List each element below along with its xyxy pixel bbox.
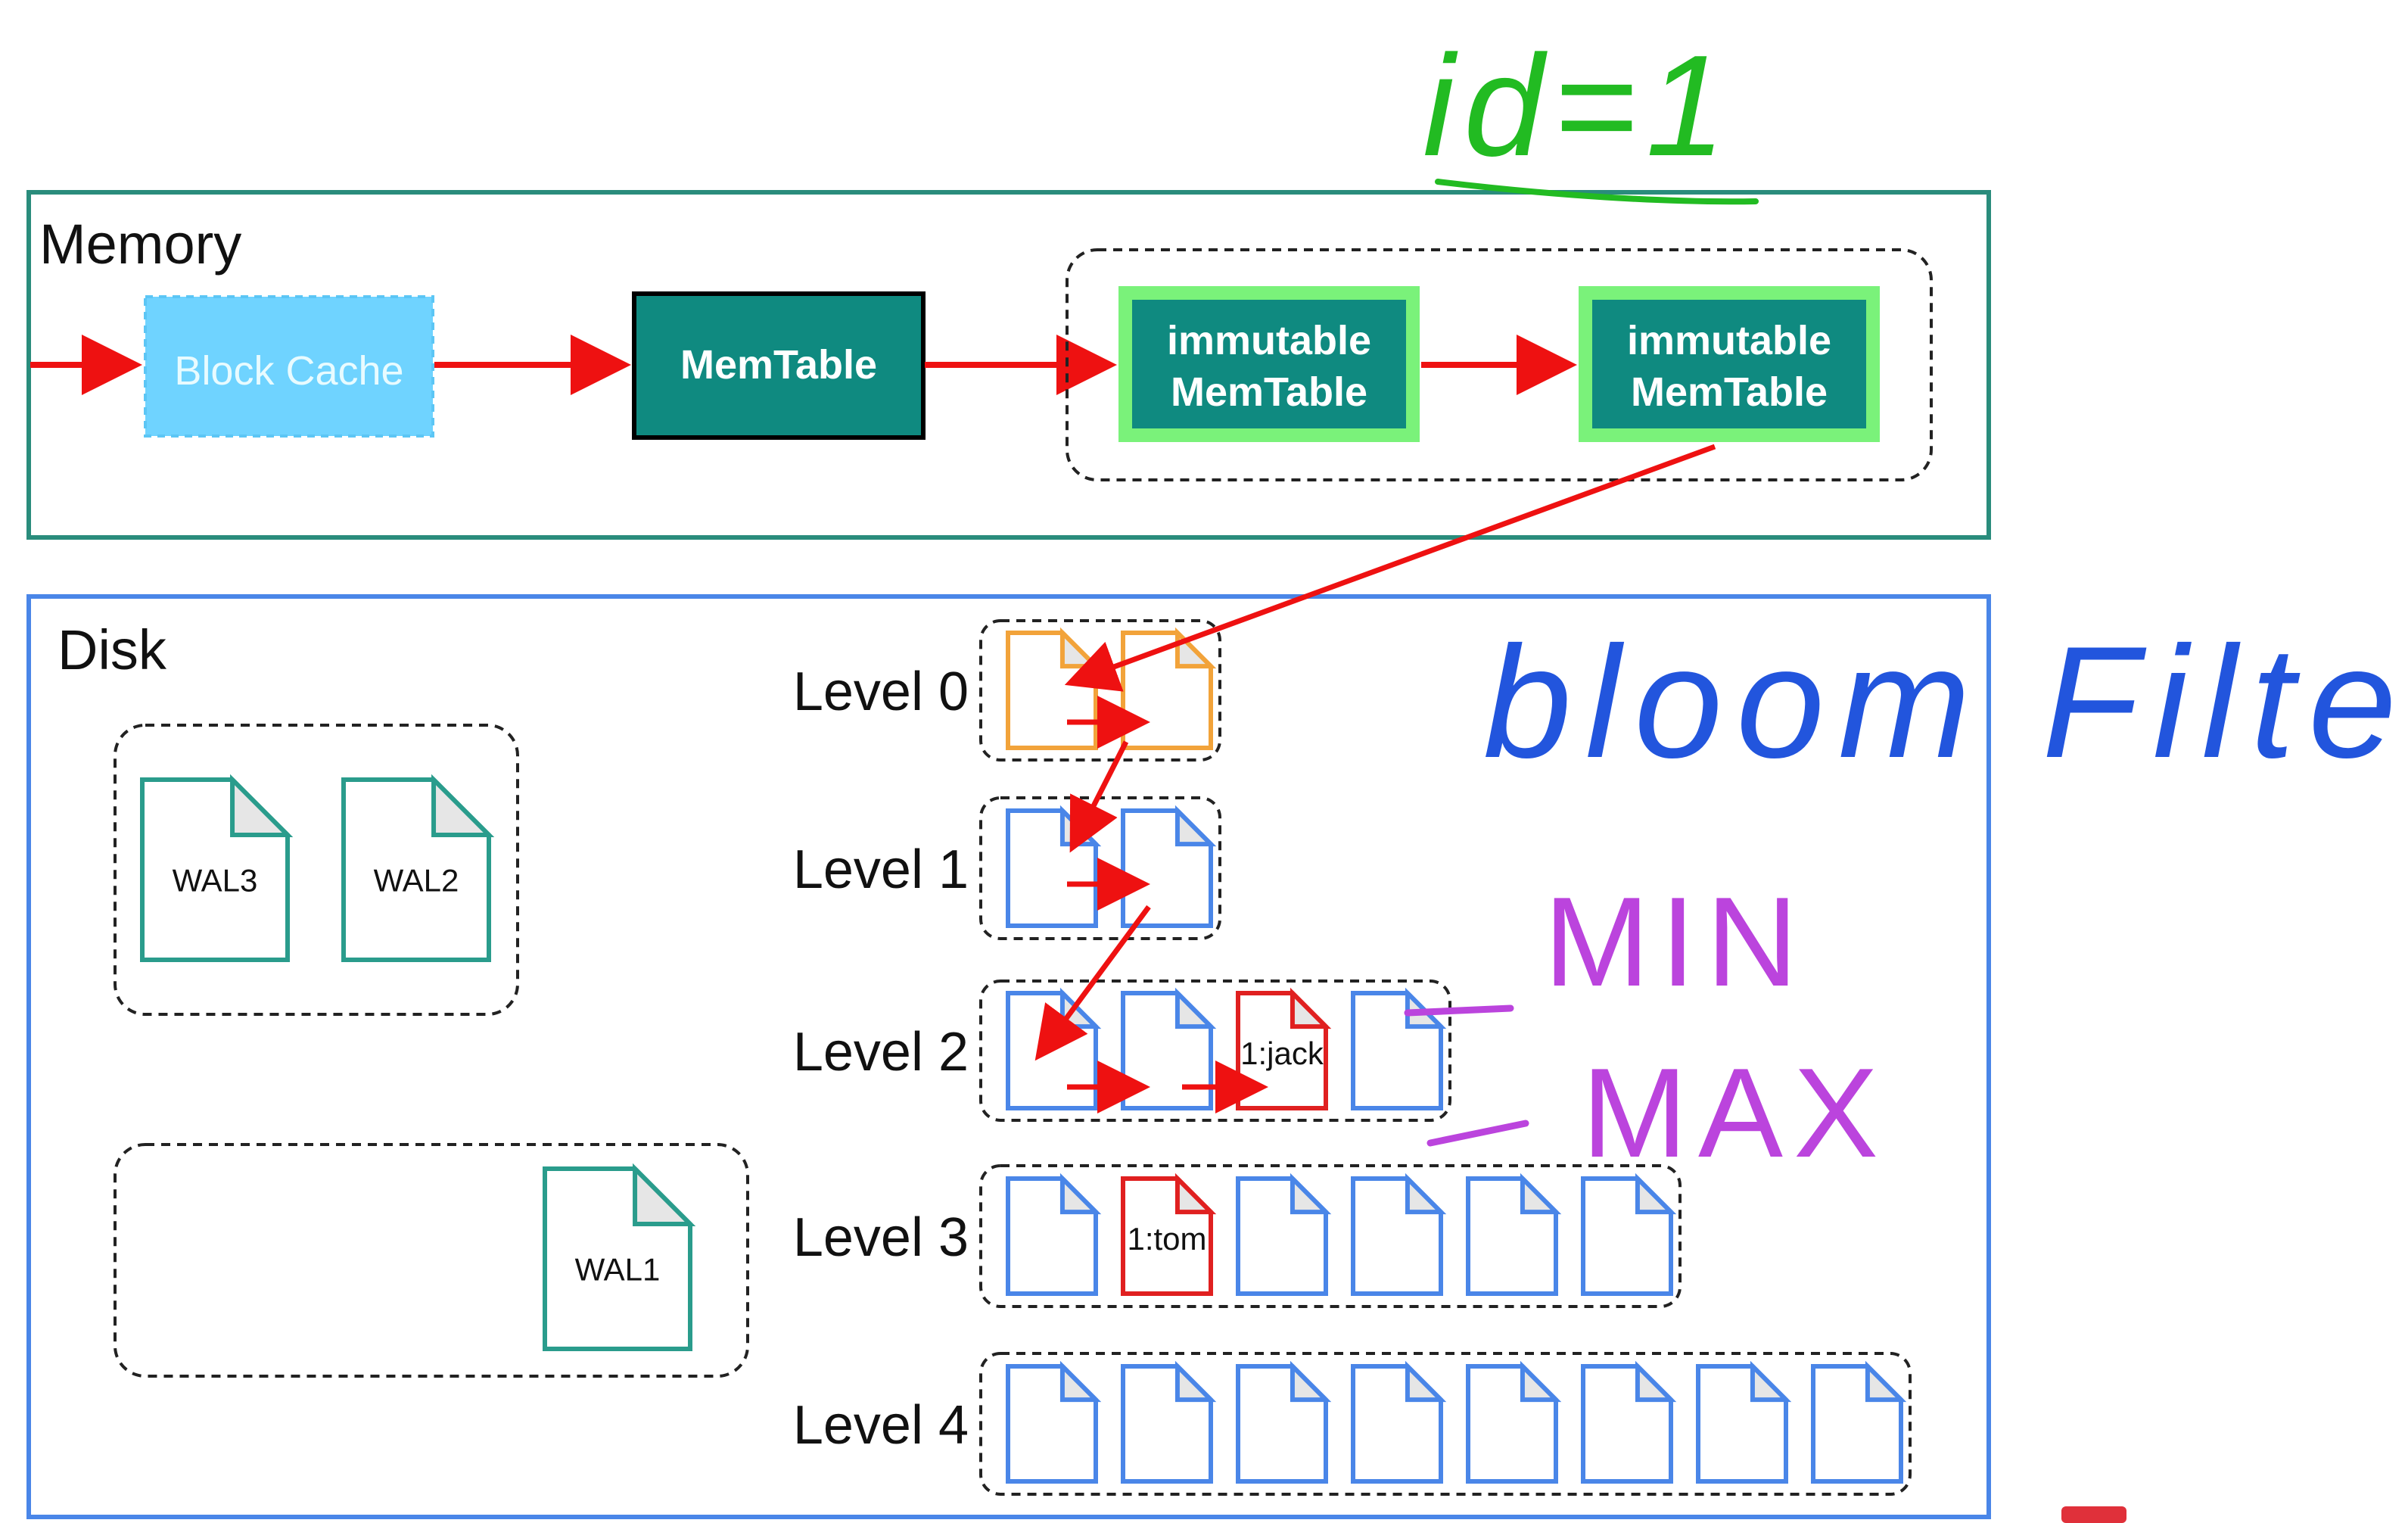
file-fold-corner xyxy=(1290,987,1332,1029)
handwritten-id-text: id=1 xyxy=(1423,26,1735,186)
wal-file-wal2: WAL2 xyxy=(341,774,495,962)
level-3-sst-file xyxy=(1006,1173,1102,1296)
level-4-frame xyxy=(979,1352,1912,1496)
file-fold-corner xyxy=(1174,1360,1217,1403)
file-fold-corner xyxy=(1635,1173,1677,1215)
file-fold-corner xyxy=(1520,1360,1562,1403)
memtable-box xyxy=(632,291,926,440)
handwritten-min-max: MIN MAX xyxy=(1404,871,1889,1184)
level-0-frame xyxy=(979,619,1221,762)
file-label: WAL2 xyxy=(374,863,459,899)
level-2-sst-file xyxy=(1121,987,1217,1110)
level-2-sst-file: 1:jack xyxy=(1236,987,1332,1110)
arrow-level0-to-level1 xyxy=(1069,740,1129,853)
memtable-label: MemTable xyxy=(680,342,877,388)
handwritten-id-underline xyxy=(1435,179,1759,205)
disk-title: Disk xyxy=(58,618,167,681)
handwritten-id-note: id=1 xyxy=(1423,26,1759,205)
file-fold-corner xyxy=(1290,1173,1332,1215)
level-4-sst-file xyxy=(1811,1360,1907,1484)
immutable-group-frame xyxy=(1066,248,1933,481)
memory-title: Memory xyxy=(39,213,241,276)
level-4-sst-file xyxy=(1121,1360,1217,1484)
level-4-sst-file xyxy=(1351,1360,1447,1484)
file-label: WAL3 xyxy=(173,863,258,899)
level-4-sst-file xyxy=(1696,1360,1792,1484)
block-cache-label: Block Cache xyxy=(174,348,403,394)
arrow-level1-to-level2 xyxy=(1034,905,1151,1061)
memory-frame xyxy=(26,190,1991,540)
file-fold-corner xyxy=(1865,1360,1907,1403)
file-fold-corner xyxy=(1405,1173,1447,1215)
file-fold-corner xyxy=(230,774,294,837)
handwritten-bloom-filter: bloom Filter xyxy=(1483,613,2408,791)
level-3-sst-file xyxy=(1236,1173,1332,1296)
immutable-memtable-2-box xyxy=(1592,300,1866,428)
file-fold-corner xyxy=(1059,1360,1102,1403)
handwritten-min: MIN xyxy=(1544,871,1809,1013)
level-3-sst-file: 1:tom xyxy=(1121,1173,1217,1296)
level-1-sst-file xyxy=(1121,805,1217,928)
file-fold-corner xyxy=(1405,1360,1447,1403)
level-2-sst-file xyxy=(1006,987,1102,1110)
level-0-sst-file xyxy=(1006,627,1102,750)
corner-badge xyxy=(2061,1506,2126,1523)
wal-file-wal3: WAL3 xyxy=(140,774,294,962)
level-labels: Level 0 Level 1 Level 2 Level 3 Level 4 xyxy=(793,662,969,1456)
disk-frame xyxy=(26,594,1991,1519)
immutable-memtable-1-line2: MemTable xyxy=(1171,369,1367,415)
file-label: WAL1 xyxy=(575,1252,661,1288)
file-label: 1:tom xyxy=(1127,1221,1206,1257)
file-fold-corner xyxy=(1290,1360,1332,1403)
level-2-label: Level 2 xyxy=(793,1022,969,1082)
level-4-sst-file xyxy=(1006,1360,1102,1484)
lookup-path-arrows xyxy=(1034,444,1716,1113)
level-frames xyxy=(979,619,1912,1496)
file-fold-corner xyxy=(1520,1173,1562,1215)
file-fold-corner xyxy=(1174,1173,1217,1215)
handwritten-max: MAX xyxy=(1582,1042,1889,1184)
wal-file-wal1: WAL1 xyxy=(543,1163,696,1351)
block-cache-box xyxy=(144,295,434,438)
level-3-sst-file xyxy=(1351,1173,1447,1296)
file-fold-corner xyxy=(1174,805,1217,847)
level-4-sst-file xyxy=(1466,1360,1562,1484)
file-fold-corner xyxy=(1059,1173,1102,1215)
level-4-label: Level 4 xyxy=(793,1395,969,1456)
level-3-sst-file xyxy=(1466,1173,1562,1296)
level-3-label: Level 3 xyxy=(793,1207,969,1268)
handwritten-min-dash xyxy=(1404,1004,1514,1017)
level-4-sst-file xyxy=(1581,1360,1677,1484)
file-fold-corner xyxy=(633,1163,696,1226)
level-3-sst-file xyxy=(1581,1173,1677,1296)
arrow-flush-to-level0 xyxy=(1064,444,1716,692)
file-fold-corner xyxy=(431,774,495,837)
immutable-memtable-2-line2: MemTable xyxy=(1631,369,1828,415)
file-fold-corner xyxy=(1750,1360,1792,1403)
file-label: 1:jack xyxy=(1240,1036,1324,1071)
handwritten-max-dash xyxy=(1426,1120,1529,1147)
wal-group-old-frame xyxy=(114,1143,749,1378)
file-fold-corner xyxy=(1635,1360,1677,1403)
level-0-label: Level 0 xyxy=(793,662,969,722)
memory-section: Memory Block Cache MemTable immutable Me… xyxy=(26,190,1991,540)
immutable-memtable-2-line1: immutable xyxy=(1627,318,1831,363)
immutable-memtable-1-line1: immutable xyxy=(1167,318,1371,363)
level-3-frame xyxy=(979,1164,1682,1308)
file-fold-corner xyxy=(1059,627,1102,669)
level-4-sst-file xyxy=(1236,1360,1332,1484)
level-2-frame xyxy=(979,980,1451,1122)
level-1-label: Level 1 xyxy=(793,839,969,900)
file-fold-corner xyxy=(1174,987,1217,1029)
immutable-memtable-1-box xyxy=(1132,300,1406,428)
